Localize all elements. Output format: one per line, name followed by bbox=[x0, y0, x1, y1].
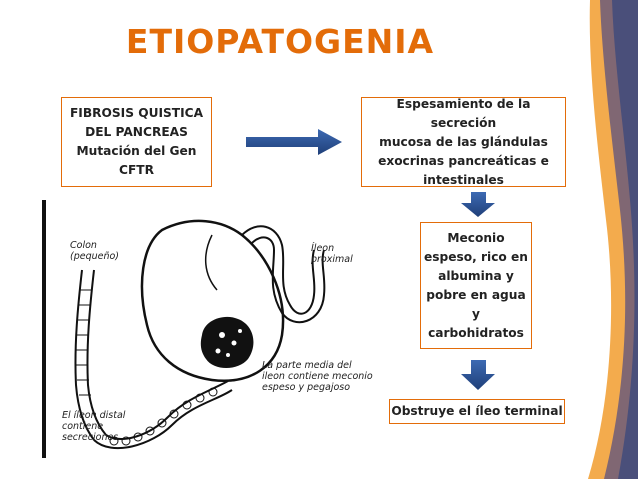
obstruye-box: Obstruye el íleo terminal bbox=[389, 399, 565, 424]
ileon-proximal-label: Íleon proximal bbox=[311, 243, 353, 265]
espesamiento-box: Espesamiento de la secreción mucosa de l… bbox=[361, 97, 566, 187]
meconio-box: Meconio espeso, rico en albumina y pobre… bbox=[420, 222, 532, 349]
down-arrow-icon bbox=[461, 192, 495, 217]
fibrosis-box: FIBROSIS QUISTICA DEL PANCREAS Mutación … bbox=[61, 97, 212, 187]
down-arrow-icon bbox=[461, 360, 495, 390]
colon-label: Colon (pequeño) bbox=[70, 240, 120, 262]
page-title: ETIOPATOGENIA bbox=[125, 22, 435, 61]
right-arrow-icon bbox=[246, 129, 342, 155]
ileon-media-label: La parte media del ileon contiene meconi… bbox=[262, 360, 373, 393]
intestine-illustration bbox=[42, 200, 326, 458]
ileon-distal-label: El íleon distal contiene secreciones bbox=[62, 410, 126, 443]
